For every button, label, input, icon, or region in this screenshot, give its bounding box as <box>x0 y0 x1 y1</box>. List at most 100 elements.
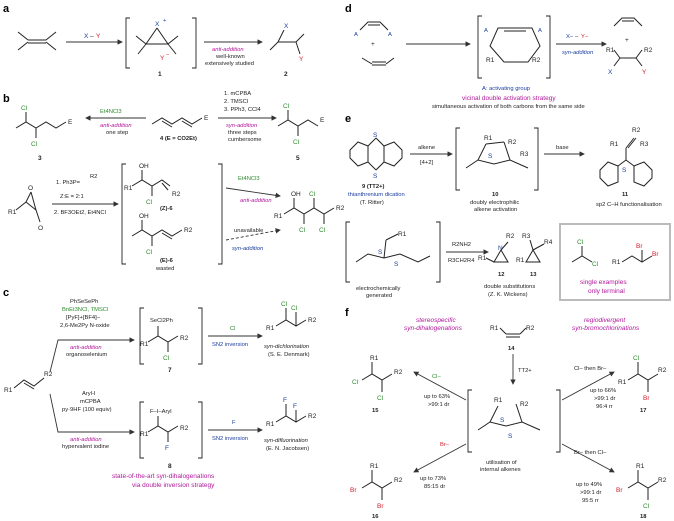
panel-e-cmpd13: 13 <box>530 272 537 278</box>
panel-f-top-right-reagent: Cl– then Br– <box>574 366 607 372</box>
panel-b-bottom-arrow <box>225 228 281 241</box>
panel-d-colon: – <box>575 34 579 40</box>
panel-a-halonium <box>135 27 179 55</box>
panel-b-ratio: Z:E = 2:1 <box>60 194 84 200</box>
panel-f-r1-14: R1 <box>490 325 499 332</box>
panel-e-dichloride <box>571 246 593 263</box>
panel-b-cl-5a: Cl <box>283 103 290 110</box>
panel-b-top-arrow <box>225 187 281 199</box>
panel-b-cl-e6: Cl <box>146 249 153 256</box>
panel-b-e-5: E <box>320 117 325 124</box>
panel-f-y17b: >99:1 dr <box>594 396 616 402</box>
panel-a-reagent-y: Y <box>96 33 101 40</box>
panel-c-bot-r3: py·9HF (100 equiv) <box>62 407 112 413</box>
panel-c-cl-prod-a: Cl <box>281 301 288 308</box>
panel-e-cmpd11 <box>599 137 653 187</box>
panel-f-cl-18: Cl <box>643 503 650 510</box>
panel-d-bracket-right <box>546 15 551 79</box>
panel-e-r2-12: R2 <box>506 233 515 240</box>
panel-b-e-4: E <box>204 115 209 122</box>
panel-f-y18b: >99:1 dr <box>580 490 602 496</box>
panel-b-oh-z6: OH <box>139 163 149 170</box>
panel-b-o-ald: O <box>38 225 43 232</box>
panel-d-bracket-left <box>477 15 482 79</box>
panel-a-cmpd-1: 1 <box>158 71 162 78</box>
panel-b-cmpd-3 <box>15 112 67 138</box>
panel-e-activation: alkene activation <box>474 207 517 213</box>
panel-f-r1-18: R1 <box>636 463 645 470</box>
panel-c-top-arrow <box>49 337 135 373</box>
panel-b-cl-prod-b: Cl <box>309 191 316 198</box>
panel-c-bot-below1: anti-addition <box>70 437 102 443</box>
panel-f-arrow-16 <box>413 443 467 473</box>
panel-e-tt-author: (T. Ritter) <box>360 200 384 206</box>
panel-e-sp2: sp2 C–H functionalisation <box>596 202 662 208</box>
panel-c-sn2-bot: SN2 inversion <box>212 436 248 442</box>
panel-b-z6-label: (Z)-6 <box>160 206 173 212</box>
panel-f-br-16a: Br <box>350 487 357 494</box>
panel-a-product <box>269 29 305 55</box>
panel-e-cyclopropane <box>525 239 545 263</box>
panel-d-alkene <box>361 57 395 66</box>
panel-e-aziridine <box>485 241 509 263</box>
panel-f-center-caption1: utilisation of <box>486 460 517 466</box>
panel-c-top-below1: anti-addition <box>70 345 102 351</box>
panel-e-r1-12: R1 <box>478 255 487 262</box>
panel-a-arrow-line3: extensively studied <box>205 61 254 67</box>
panel-b-r1-prod: R1 <box>274 213 283 220</box>
panel-f-cmpd15 <box>361 362 393 392</box>
panel-e-r4-13: R4 <box>544 239 553 246</box>
panel-d-r2-int: R2 <box>532 57 541 64</box>
panel-f: f stereospecific syn-dihalogenations reg… <box>345 307 667 520</box>
panel-e-single2: only terminal <box>588 288 625 295</box>
panel-b-cmpd4-label: 4 (E = CO2Et) <box>160 136 197 142</box>
panel-e-doubly: doubly electrophilic <box>470 200 519 206</box>
panel-b: b Cl Cl E 3 Et4NCl3 anti-addition one st… <box>3 91 345 272</box>
panel-d-product-diene <box>613 17 643 27</box>
panel-e-br-a: Br <box>636 243 643 250</box>
panel-b-label: b <box>3 93 10 105</box>
panel-d-x-minus: X– <box>566 34 574 40</box>
panel-e-r2-11: R2 <box>632 127 641 134</box>
panel-e-thianthrene <box>349 137 403 171</box>
panel-f-label: f <box>345 307 349 319</box>
panel-c-bot-r2: mCPBA <box>80 399 101 405</box>
panel-b-cmpd-4 <box>151 117 203 128</box>
panel-f-cl-17: Cl <box>633 355 640 362</box>
panel-d-syn-add: syn-addition <box>562 50 593 56</box>
panel-d-cycloadduct <box>489 27 541 63</box>
panel-b-right-step1: 1. mCPBA <box>224 91 251 97</box>
panel-e-wickens: (Z. K. Wickens) <box>488 292 528 298</box>
panel-a-reagent-dash: – <box>90 33 94 40</box>
panel-b-r2-e6: R2 <box>184 227 193 234</box>
panel-f-r2-18: R2 <box>658 477 667 484</box>
panel-e-s-11: S <box>622 167 627 174</box>
panel-f-s-center-a: S <box>500 417 505 424</box>
panel-e-s-el-b: S <box>394 261 399 268</box>
panel-c-f-prod-b: F <box>293 403 297 410</box>
panel-f-cl-minus-15: Cl– <box>432 374 441 380</box>
panel-c-r1-7: R1 <box>140 341 149 348</box>
panel-c-cmpd-7 <box>147 326 179 352</box>
panel-f-r1-16: R1 <box>370 463 379 470</box>
panel-a-prod-x: X <box>284 23 289 30</box>
panel-c-footer1: state-of-the-art syn-dihalogenations <box>112 473 215 480</box>
panel-f-bracket-right <box>556 389 561 453</box>
panel-f-left-title1: stereospecific <box>416 317 456 324</box>
panel-e-cmpd10-label: 10 <box>492 192 498 198</box>
panel-b-r1-epox: R1 <box>8 209 17 216</box>
panel-b-cmpd-5 <box>277 110 319 136</box>
panel-b-e6-label: (E)-6 <box>160 258 174 264</box>
panel-b-unavailable: unavailable <box>234 228 263 234</box>
panel-b-r1-z6: R1 <box>124 185 133 192</box>
panel-c-r2-alk: R2 <box>44 371 53 378</box>
panel-d-subtitle: simultaneous activation of both carbons … <box>432 104 585 110</box>
panel-a-int-x: X <box>155 21 160 28</box>
panel-e-r1-13: R1 <box>516 257 525 264</box>
panel-f-r1-center: R1 <box>494 397 503 404</box>
panel-e-br-b: Br <box>652 251 659 258</box>
panel-e-bracket2-left <box>345 221 350 283</box>
panel-b-top-reagent: Et4NCl3 <box>238 176 260 182</box>
panel-f-cl-15b: Cl <box>377 395 384 402</box>
panel-f-tt: TT2+ <box>518 368 532 374</box>
